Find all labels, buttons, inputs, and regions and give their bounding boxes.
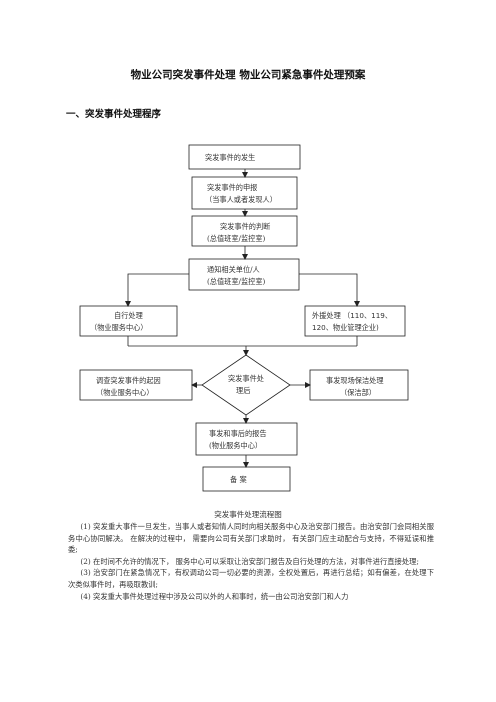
node-report-label-2: （当事人或者发现人） — [205, 195, 277, 204]
node-external-handle-label-2: 120、物业管理企业) — [312, 323, 379, 332]
node-external-handle-label-1: 外援处理 （110、119、 — [312, 311, 392, 320]
body-text: (1) 突发重大事件一旦发生，当事人或者知情人同时向相关服务中心及治安部门报告。… — [68, 521, 434, 602]
node-final-report-label-2: (物业服务中心） — [209, 441, 262, 450]
node-notify-label-2: (总值班室/监控室) — [207, 277, 266, 286]
node-cleaning-label-2: （保洁部） — [340, 388, 376, 397]
node-report-label-1: 突发事件的申报 — [207, 183, 257, 192]
node-self-handle-label-2: （物业服务中心） — [90, 323, 148, 332]
node-notify-label-1: 通知相关单位/人 — [207, 265, 260, 274]
arrow-notify-to-external — [299, 273, 360, 307]
node-after-handling-label-2: 理后 — [236, 386, 250, 395]
node-cleaning-label-1: 事发现场保洁处理 — [326, 376, 384, 385]
paragraph-2: (2) 在时间不允许的情况下， 服务中心可以采取让治安部门报告及自行处理的方法，… — [80, 556, 419, 566]
node-final-report-label-1: 事发和事后的报告 — [209, 429, 267, 438]
paragraph-1: (1) 突发重大事件一旦发生，当事人或者知情人同时向相关服务中心及治安部门报告。… — [68, 522, 434, 555]
node-after-handling-label-1: 突发事件处 — [228, 374, 264, 383]
arrow-notify-to-self-handle — [125, 273, 189, 307]
flowchart: 突发事件的发生 突发事件的申报 （当事人或者发现人） 突发事件的判断 (总值班室… — [79, 144, 409, 492]
paragraph-4: (4) 突发重大事件处理过程中涉及公司以外的人和事时，统一由公司治安部门和人力 — [80, 591, 349, 601]
node-self-handle-label-1: 自行处理 — [114, 311, 143, 320]
paragraph-3: (3) 治安部门在紧急情况下，有权调动公司一切必要的资源，全权处置后，再进行总结… — [68, 568, 434, 589]
node-investigate-label-2: （物业服务中心） — [96, 388, 154, 397]
node-occurrence-box — [188, 144, 301, 170]
node-filing-label: 备 案 — [230, 475, 247, 484]
node-occurrence-label: 突发事件的发生 — [205, 153, 255, 162]
flowchart-caption: 突发事件处理流程图 — [214, 510, 282, 519]
node-report-box — [191, 176, 298, 210]
node-judgement-label-1: 突发事件的判断 — [220, 222, 270, 231]
node-investigate-label-1: 调查突发事件的起因 — [96, 376, 161, 385]
section-heading: 一、突发事件处理程序 — [66, 109, 162, 120]
node-after-handling-diamond — [201, 354, 291, 416]
node-judgement-label-2: (总值班室/监控室) — [207, 234, 266, 243]
node-final-report-box — [195, 422, 298, 456]
page-title: 物业公司突发事件处理 物业公司紧急事件处理预案 — [130, 69, 366, 81]
